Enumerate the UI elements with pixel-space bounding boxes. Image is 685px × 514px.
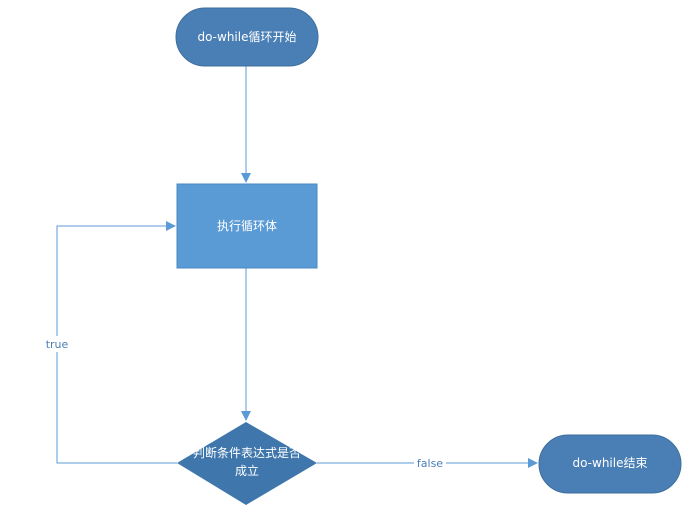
end-node-label: do-while结束 xyxy=(573,456,648,470)
edge-condition-true-loop xyxy=(56,221,177,464)
condition-node-label-line2: 成立 xyxy=(235,463,259,478)
start-node: do-while循环开始 xyxy=(175,7,319,67)
end-node: do-while结束 xyxy=(538,434,682,494)
condition-node: 判断条件表达式是否 成立 xyxy=(177,422,317,505)
loop-body-node: 执行循环体 xyxy=(176,183,318,269)
false-label: false xyxy=(417,457,443,470)
true-label: true xyxy=(46,338,69,351)
condition-node-label-line1: 判断条件表达式是否 xyxy=(193,445,301,460)
true-label-bg xyxy=(45,336,69,352)
start-node-label: do-while循环开始 xyxy=(198,30,297,44)
false-label-bg xyxy=(414,455,446,471)
loop-body-node-label: 执行循环体 xyxy=(217,219,277,233)
